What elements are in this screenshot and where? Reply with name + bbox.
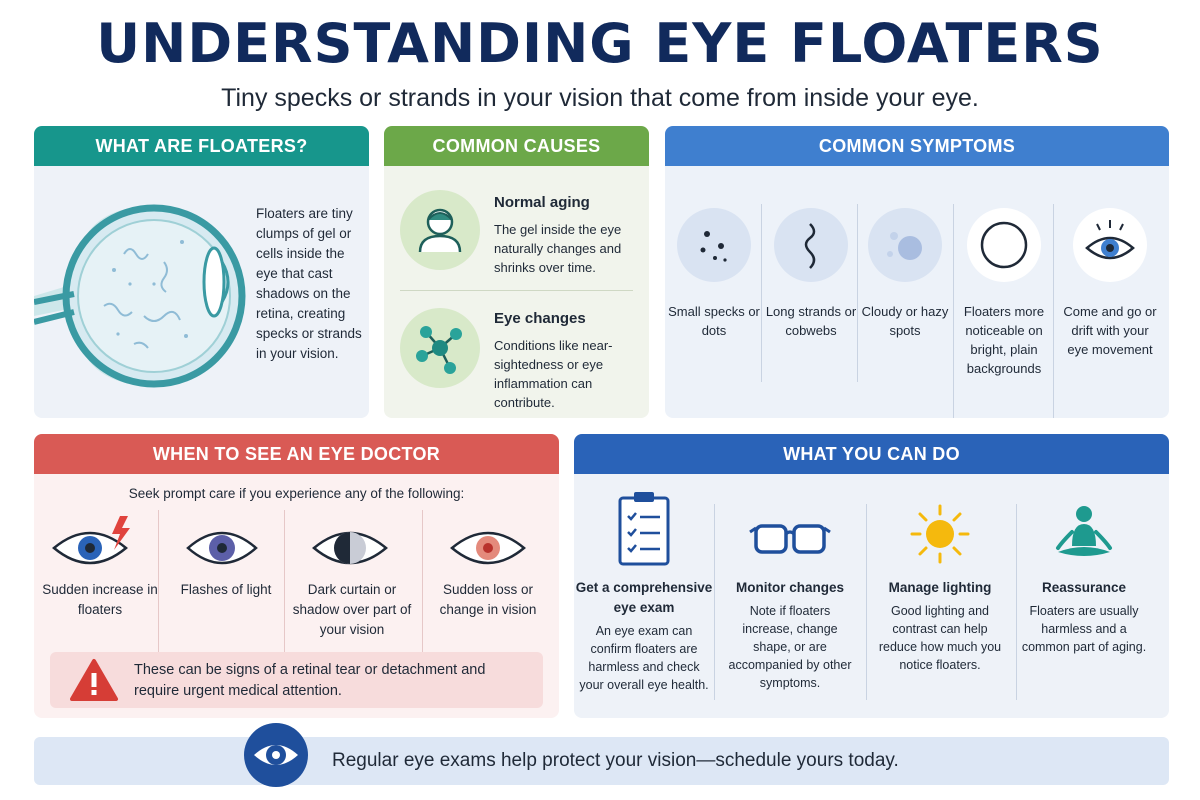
action-title: Get a comprehensive eye exam <box>575 580 713 615</box>
action-desc: Floaters are usually harmless and a comm… <box>1021 604 1147 654</box>
divider <box>422 510 423 666</box>
action-desc: Note if floaters increase, change shape,… <box>728 604 852 690</box>
bottom-banner: Regular eye exams help protect your visi… <box>34 723 1169 787</box>
meditation-icon <box>1056 506 1112 556</box>
symptom-label: Floaters more noticeable on bright, plai… <box>963 304 1045 376</box>
divider <box>158 510 159 666</box>
eye-icon <box>1073 208 1147 282</box>
doctor-item-label: Dark curtain or shadow over part of your… <box>292 582 412 637</box>
doctor-item: Sudden increase in floaters <box>34 510 166 660</box>
action-item: Reassurance Floaters are usually harmles… <box>1014 474 1154 718</box>
person-icon <box>400 190 480 270</box>
symptom-label: Come and go or drift with your eye movem… <box>1063 304 1157 357</box>
divider <box>400 290 633 291</box>
doctor-intro: Seek prompt care if you experience any o… <box>128 486 465 501</box>
glasses-icon <box>749 524 831 554</box>
action-title: Manage lighting <box>888 580 992 595</box>
symptom-item: Cloudy or hazy spots <box>856 166 954 418</box>
what-you-can-do-heading: WHAT YOU CAN DO <box>574 434 1169 474</box>
doctor-item-label: Flashes of light <box>180 582 272 597</box>
divider <box>714 504 715 700</box>
divider <box>1016 504 1017 700</box>
symptom-label: Cloudy or hazy spots <box>861 304 949 338</box>
what-you-can-do-card: WHAT YOU CAN DO Get a comprehensive eye … <box>574 434 1169 718</box>
doctor-item: Flashes of light <box>160 510 292 660</box>
doctor-item: Dark curtain or shadow over part of your… <box>286 510 418 660</box>
doctor-item: Sudden loss or change in vision <box>422 510 554 660</box>
eye-lightning-icon <box>52 516 130 565</box>
common-causes-card: COMMON CAUSES Normal aging The gel insid… <box>384 126 649 418</box>
sun-icon <box>910 504 970 564</box>
doctor-item-label: Sudden increase in floaters <box>42 582 158 617</box>
plain-circle-icon <box>967 208 1041 282</box>
divider <box>761 204 762 382</box>
cause-desc: The gel inside the eye naturally changes… <box>494 222 622 275</box>
page-title: UNDERSTANDING EYE FLOATERS <box>96 12 1104 75</box>
banner-text: Regular eye exams help protect your visi… <box>332 750 899 771</box>
doctor-item-label: Sudden loss or change in vision <box>439 582 537 617</box>
divider <box>866 504 867 700</box>
clipboard-checklist-icon <box>618 492 670 566</box>
what-are-floaters-heading: WHAT ARE FLOATERS? <box>34 126 369 166</box>
symptom-item: Floaters more noticeable on bright, plai… <box>955 166 1053 418</box>
eye-icon <box>186 531 258 565</box>
what-are-floaters-card: WHAT ARE FLOATERS? Floaters are tiny clu… <box>34 126 369 418</box>
action-desc: Good lighting and contrast can help redu… <box>878 604 1002 672</box>
action-title: Monitor changes <box>735 580 844 595</box>
divider <box>284 510 285 666</box>
divider <box>953 204 954 418</box>
common-symptoms-heading: COMMON SYMPTOMS <box>665 126 1169 166</box>
symptom-label: Long strands or cobwebs <box>765 304 857 338</box>
common-symptoms-card: COMMON SYMPTOMS Small specks or dots <box>665 126 1169 418</box>
eye-icon <box>244 723 308 787</box>
cloudy-spot-icon <box>868 208 942 282</box>
specks-icon <box>677 208 751 282</box>
cause-desc: Conditions like near-sightedness or eye … <box>494 338 613 410</box>
eye-cross-section-icon <box>34 204 246 388</box>
cause-title: Normal aging <box>494 194 590 211</box>
cause-title: Eye changes <box>494 310 586 327</box>
when-to-see-doctor-card: WHEN TO SEE AN EYE DOCTOR Seek prompt ca… <box>34 434 559 718</box>
warning-box: These can be signs of a retinal tear or … <box>50 652 543 708</box>
warning-text: These can be signs of a retinal tear or … <box>134 662 486 699</box>
eye-shadow-icon <box>312 531 388 565</box>
divider <box>857 204 858 382</box>
action-item: Get a comprehensive eye exam An eye exam… <box>574 474 714 718</box>
molecule-icon <box>400 308 480 388</box>
symptom-label: Small specks or dots <box>668 304 760 338</box>
divider <box>1053 204 1054 418</box>
warning-triangle-icon <box>70 659 118 701</box>
action-item: Monitor changes Note if floaters increas… <box>720 474 860 718</box>
page-subtitle: Tiny specks or strands in your vision th… <box>221 84 979 112</box>
red-eye-icon <box>450 531 526 565</box>
symptom-item: Come and go or drift with your eye movem… <box>1061 166 1159 418</box>
symptom-item: Long strands or cobwebs <box>762 166 860 418</box>
action-desc: An eye exam can confirm floaters are har… <box>579 624 709 692</box>
when-to-see-doctor-heading: WHEN TO SEE AN EYE DOCTOR <box>34 434 559 474</box>
action-title: Reassurance <box>1041 580 1127 595</box>
what-are-floaters-text: Floaters are tiny clumps of gel or cells… <box>256 206 362 361</box>
common-causes-heading: COMMON CAUSES <box>384 126 649 166</box>
action-item: Manage lighting Good lighting and contra… <box>870 474 1010 718</box>
symptom-item: Small specks or dots <box>665 166 763 418</box>
strand-icon <box>774 208 848 282</box>
